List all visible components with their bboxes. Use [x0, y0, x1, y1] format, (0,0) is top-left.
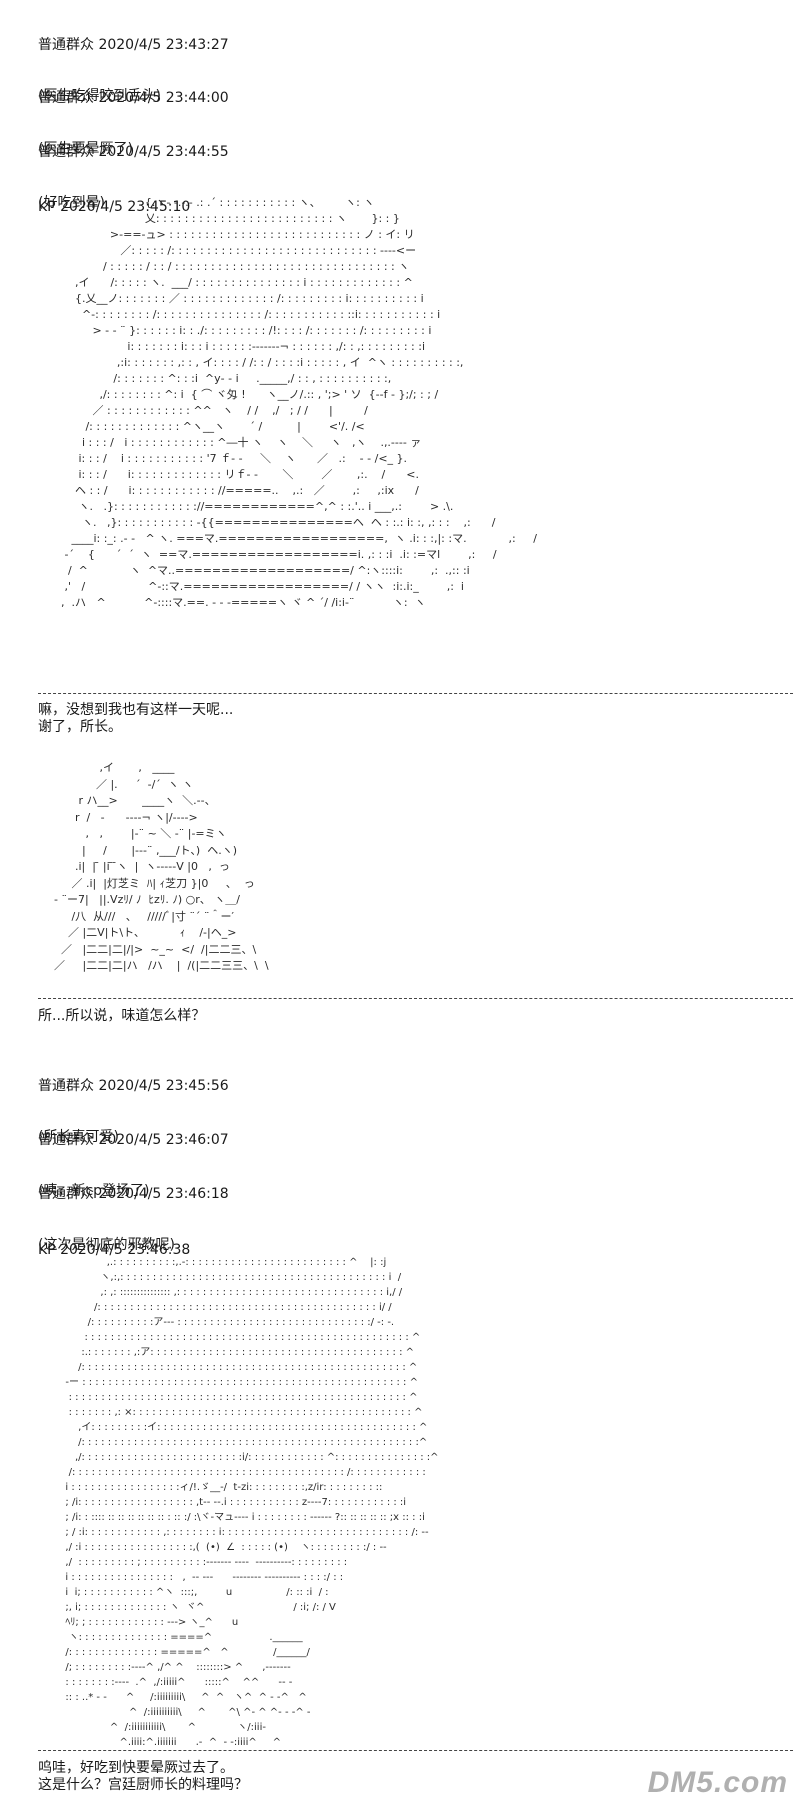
post-header: KP 2020/4/5 23:46:38 [38, 1242, 191, 1258]
post-text: (咦，新cp登场了) [38, 1183, 150, 1199]
chat-post: 普通群众 2020/4/5 23:44:00 (医生要晕厥了) [38, 56, 229, 192]
section-divider [38, 998, 793, 999]
section-divider [38, 1750, 793, 1751]
chat-post: KP 2020/4/5 23:45:10 [38, 165, 190, 284]
post-header: 普通群众 2020/4/5 23:45:56 [38, 1078, 229, 1094]
post-text: (医生吃得咬到舌头) [38, 88, 161, 104]
dialogue-text: 呜哇，好吃到快要晕厥过去了。 这是什么？宫廷厨师长的料理吗？ [38, 1760, 248, 1793]
dialogue-text: 嘛，没想到我也有这样一天呢... 谢了，所长。 [38, 702, 234, 735]
chat-post: 普通群众 2020/4/5 23:46:07 (咦，新cp登场了) [38, 1098, 229, 1234]
post-header: 普通群众 2020/4/5 23:46:18 [38, 1186, 229, 1202]
post-header: 普通群众 2020/4/5 23:44:55 [38, 144, 229, 160]
ascii-art-character-fainting: ,.: : : : : : : : : :,.‐: : : : : : : : … [65, 1257, 439, 1745]
watermark-logo: DM5.com [647, 1766, 788, 1799]
chat-post: 普通群众 2020/4/5 23:43:27 (医生吃得咬到舌头) [38, 3, 229, 139]
post-header: 普通群众 2020/4/5 23:43:27 [38, 37, 229, 53]
post-text: (所长真可爱) [38, 1129, 119, 1145]
chat-post: 普通群众 2020/4/5 23:45:56 (所长真可爱) [38, 1044, 229, 1180]
post-header: 普通群众 2020/4/5 23:46:07 [38, 1132, 229, 1148]
section-divider [38, 693, 793, 694]
chat-post: 普通群众 2020/4/5 23:44:55 (好吃到晕) [38, 110, 229, 246]
post-text: (好吃到晕) [38, 195, 105, 211]
post-header: 普通群众 2020/4/5 23:44:00 [38, 90, 229, 106]
post-text: (这次是彻底的邪教呢) [38, 1237, 175, 1253]
chat-post: KP 2020/4/5 23:46:38 [38, 1208, 190, 1327]
ascii-art-character-eating: {.ヽ‐ ‐.-.‐ .: .´ : : : : : : : : : : : ヽ… [60, 196, 537, 609]
post-text: (医生要晕厥了) [38, 141, 133, 157]
dialogue-text: 所...所以说，味道怎么样？ [38, 1008, 206, 1024]
chat-post: 普通群众 2020/4/5 23:46:18 (这次是彻底的邪教呢) [38, 1152, 229, 1288]
ascii-art-director-blushing: ,イ , ____ ／ |. ´ -/´ ヽ ヽ r ハ__> ____ヽ ＼.… [53, 761, 269, 972]
post-header: KP 2020/4/5 23:45:10 [38, 199, 191, 215]
